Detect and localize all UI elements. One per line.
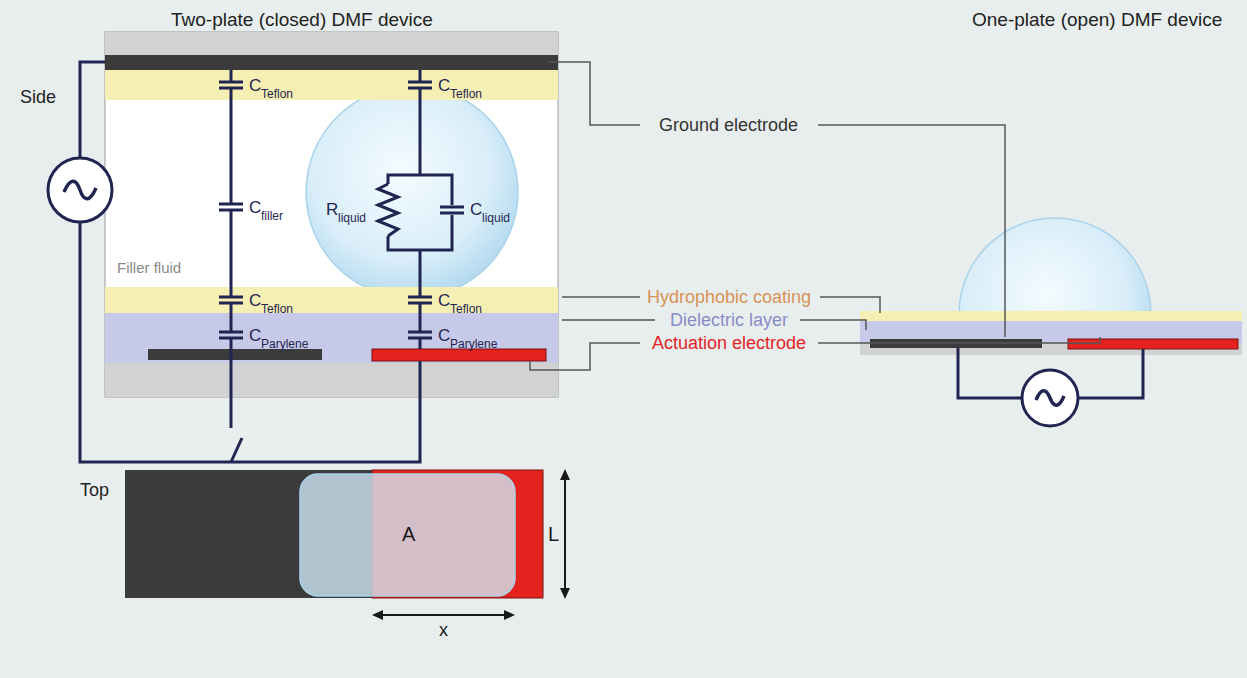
title-text: One-plate (open) DMF device (972, 9, 1222, 31)
component-subscript: Teflon (261, 88, 293, 102)
view-label: Top (80, 480, 109, 501)
component-symbol: C (438, 76, 450, 96)
component-symbol: C (470, 200, 482, 220)
ac-source (48, 158, 112, 222)
droplet (306, 100, 518, 287)
teflon-top (105, 70, 558, 100)
component-symbol: C (249, 326, 261, 346)
circuit-wires (80, 62, 452, 462)
ground-electrode (105, 55, 558, 70)
dimension-label: L (548, 523, 559, 546)
capacitor-symbols (219, 82, 464, 338)
view-label: Side (20, 87, 56, 108)
open-ac-symbol (1036, 391, 1064, 406)
area-label: A (402, 523, 415, 546)
ac-symbol (64, 181, 96, 199)
component-subscript: liquid (338, 212, 366, 226)
top-droplet (300, 474, 515, 596)
component-symbol: R (326, 200, 338, 220)
top-plate (105, 32, 558, 55)
leader-lines (530, 62, 1100, 370)
component-subscript: liquid (482, 212, 510, 226)
component-subscript: Teflon (261, 303, 293, 317)
dimension-arrows (372, 469, 570, 620)
open-hydrophobic (860, 311, 1242, 321)
open-droplet (959, 218, 1151, 312)
component-subscript: Teflon (450, 303, 482, 317)
callout-label: Ground electrode (653, 115, 804, 136)
component-symbol: C (249, 198, 261, 218)
callout-label: Dielectric layer (664, 310, 794, 331)
title-text: Two-plate (closed) DMF device (171, 9, 433, 31)
open-ac-source (1022, 370, 1078, 426)
component-subscript: Parylene (261, 338, 308, 352)
device-frame (105, 32, 558, 397)
open-actuation-electrode (1068, 339, 1238, 349)
teflon-bottom (105, 287, 558, 313)
dimension-label: x (439, 620, 448, 641)
component-symbol: C (438, 291, 450, 311)
capacitor-gaps (219, 82, 464, 338)
component-subscript: Teflon (450, 88, 482, 102)
component-subscript: filler (261, 210, 283, 224)
component-symbol: C (438, 326, 450, 346)
callout-label: Actuation electrode (646, 333, 812, 354)
region-label: Filler fluid (117, 259, 181, 276)
bottom-plate (105, 363, 558, 397)
component-subscript: Parylene (450, 338, 497, 352)
callout-label: Hydrophobic coating (641, 287, 817, 308)
parylene-layer (105, 313, 558, 363)
component-symbol: C (249, 291, 261, 311)
component-symbol: C (249, 76, 261, 96)
